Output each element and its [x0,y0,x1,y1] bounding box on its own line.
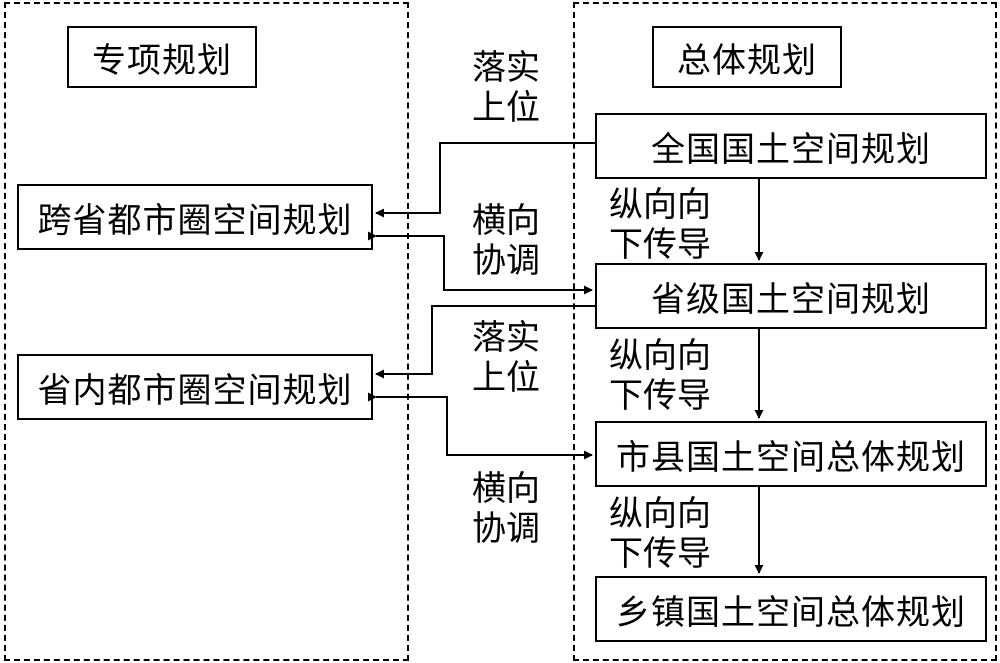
city-county-master-plan: 市县国土空间总体规划 [595,421,987,487]
provincial-spatial-plan: 省级国土空间规划 [595,263,987,329]
label-line: 纵向向 [609,185,711,225]
label-line: 落实 [472,318,540,358]
label-line: 下传导 [609,225,711,265]
implement-upper-label-1: 落实 上位 [462,48,550,128]
vertical-label-1: 纵向向 下传导 [600,185,720,265]
master-planning-group [573,2,997,661]
label-line: 下传导 [609,534,711,574]
cross-province-metro-plan: 跨省都市圈空间规划 [17,184,373,250]
township-master-plan: 乡镇国土空间总体规划 [595,576,987,642]
label-line: 横向 [472,469,540,509]
label-line: 纵向向 [609,336,711,376]
coordination-label-1: 横向 协调 [462,201,550,281]
coordination-arrow-1 [367,231,593,295]
vertical-label-3: 纵向向 下传导 [600,494,720,574]
label-line: 协调 [472,509,540,549]
special-planning-title: 专项规划 [67,26,257,88]
master-planning-title: 总体规划 [652,26,842,88]
intra-province-metro-plan: 省内都市圈空间规划 [17,354,373,420]
vertical-label-2: 纵向向 下传导 [600,336,720,416]
special-planning-group [4,2,409,661]
coordination-arrow-2 [367,392,593,460]
implement-arrow-1 [375,142,595,218]
label-line: 上位 [472,88,540,128]
coordination-label-2: 横向 协调 [462,469,550,549]
national-spatial-plan: 全国国土空间规划 [595,113,987,179]
label-line: 纵向向 [609,494,711,534]
implement-arrow-2 [375,305,595,379]
label-line: 下传导 [609,376,711,416]
label-line: 横向 [472,201,540,241]
label-line: 上位 [472,358,540,398]
label-line: 协调 [472,241,540,281]
implement-upper-label-2: 落实 上位 [462,318,550,398]
label-line: 落实 [472,48,540,88]
